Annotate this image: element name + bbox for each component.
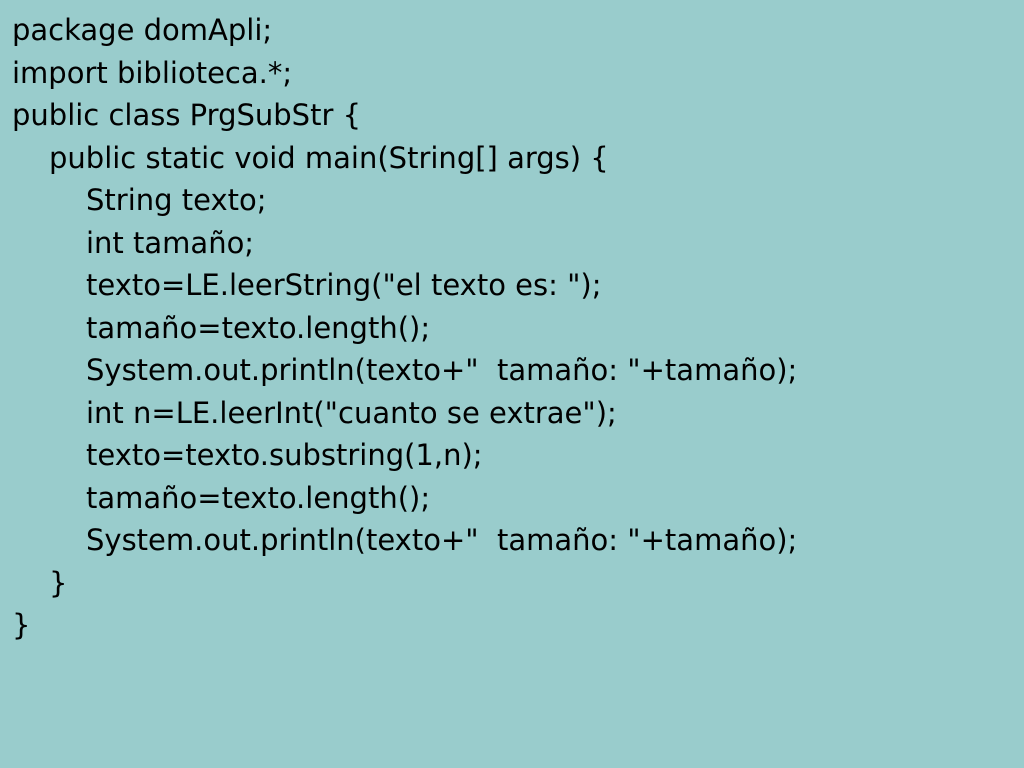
code-line-length: tamaño=texto.length(); [86,480,431,515]
code-line-class-declaration: public class PrgSubStr { [12,98,362,132]
code-line-read-string: texto=LE.leerString("el texto es: "); [86,268,602,302]
code-line-declare-tamano: int tamaño; [86,225,255,260]
code-line-close-method: } [49,565,68,600]
code-line-declare-texto: String texto; [86,183,267,217]
code-line-package: package domApli; [12,13,273,47]
code-line-println: System.out.println(texto+" tamaño: "+tam… [86,353,798,387]
code-listing: package domApli; import biblioteca.*; pu… [12,9,797,647]
code-line-close-class: } [12,608,31,642]
code-line-println: System.out.println(texto+" tamaño: "+tam… [86,523,798,557]
code-line-substring: texto=texto.substring(1,n); [86,438,483,472]
code-line-main-method: public static void main(String[] args) { [49,140,609,175]
code-line-length: tamaño=texto.length(); [86,310,431,345]
code-line-import: import biblioteca.*; [12,55,293,90]
code-line-read-int: int n=LE.leerInt("cuanto se extrae"); [86,395,617,430]
